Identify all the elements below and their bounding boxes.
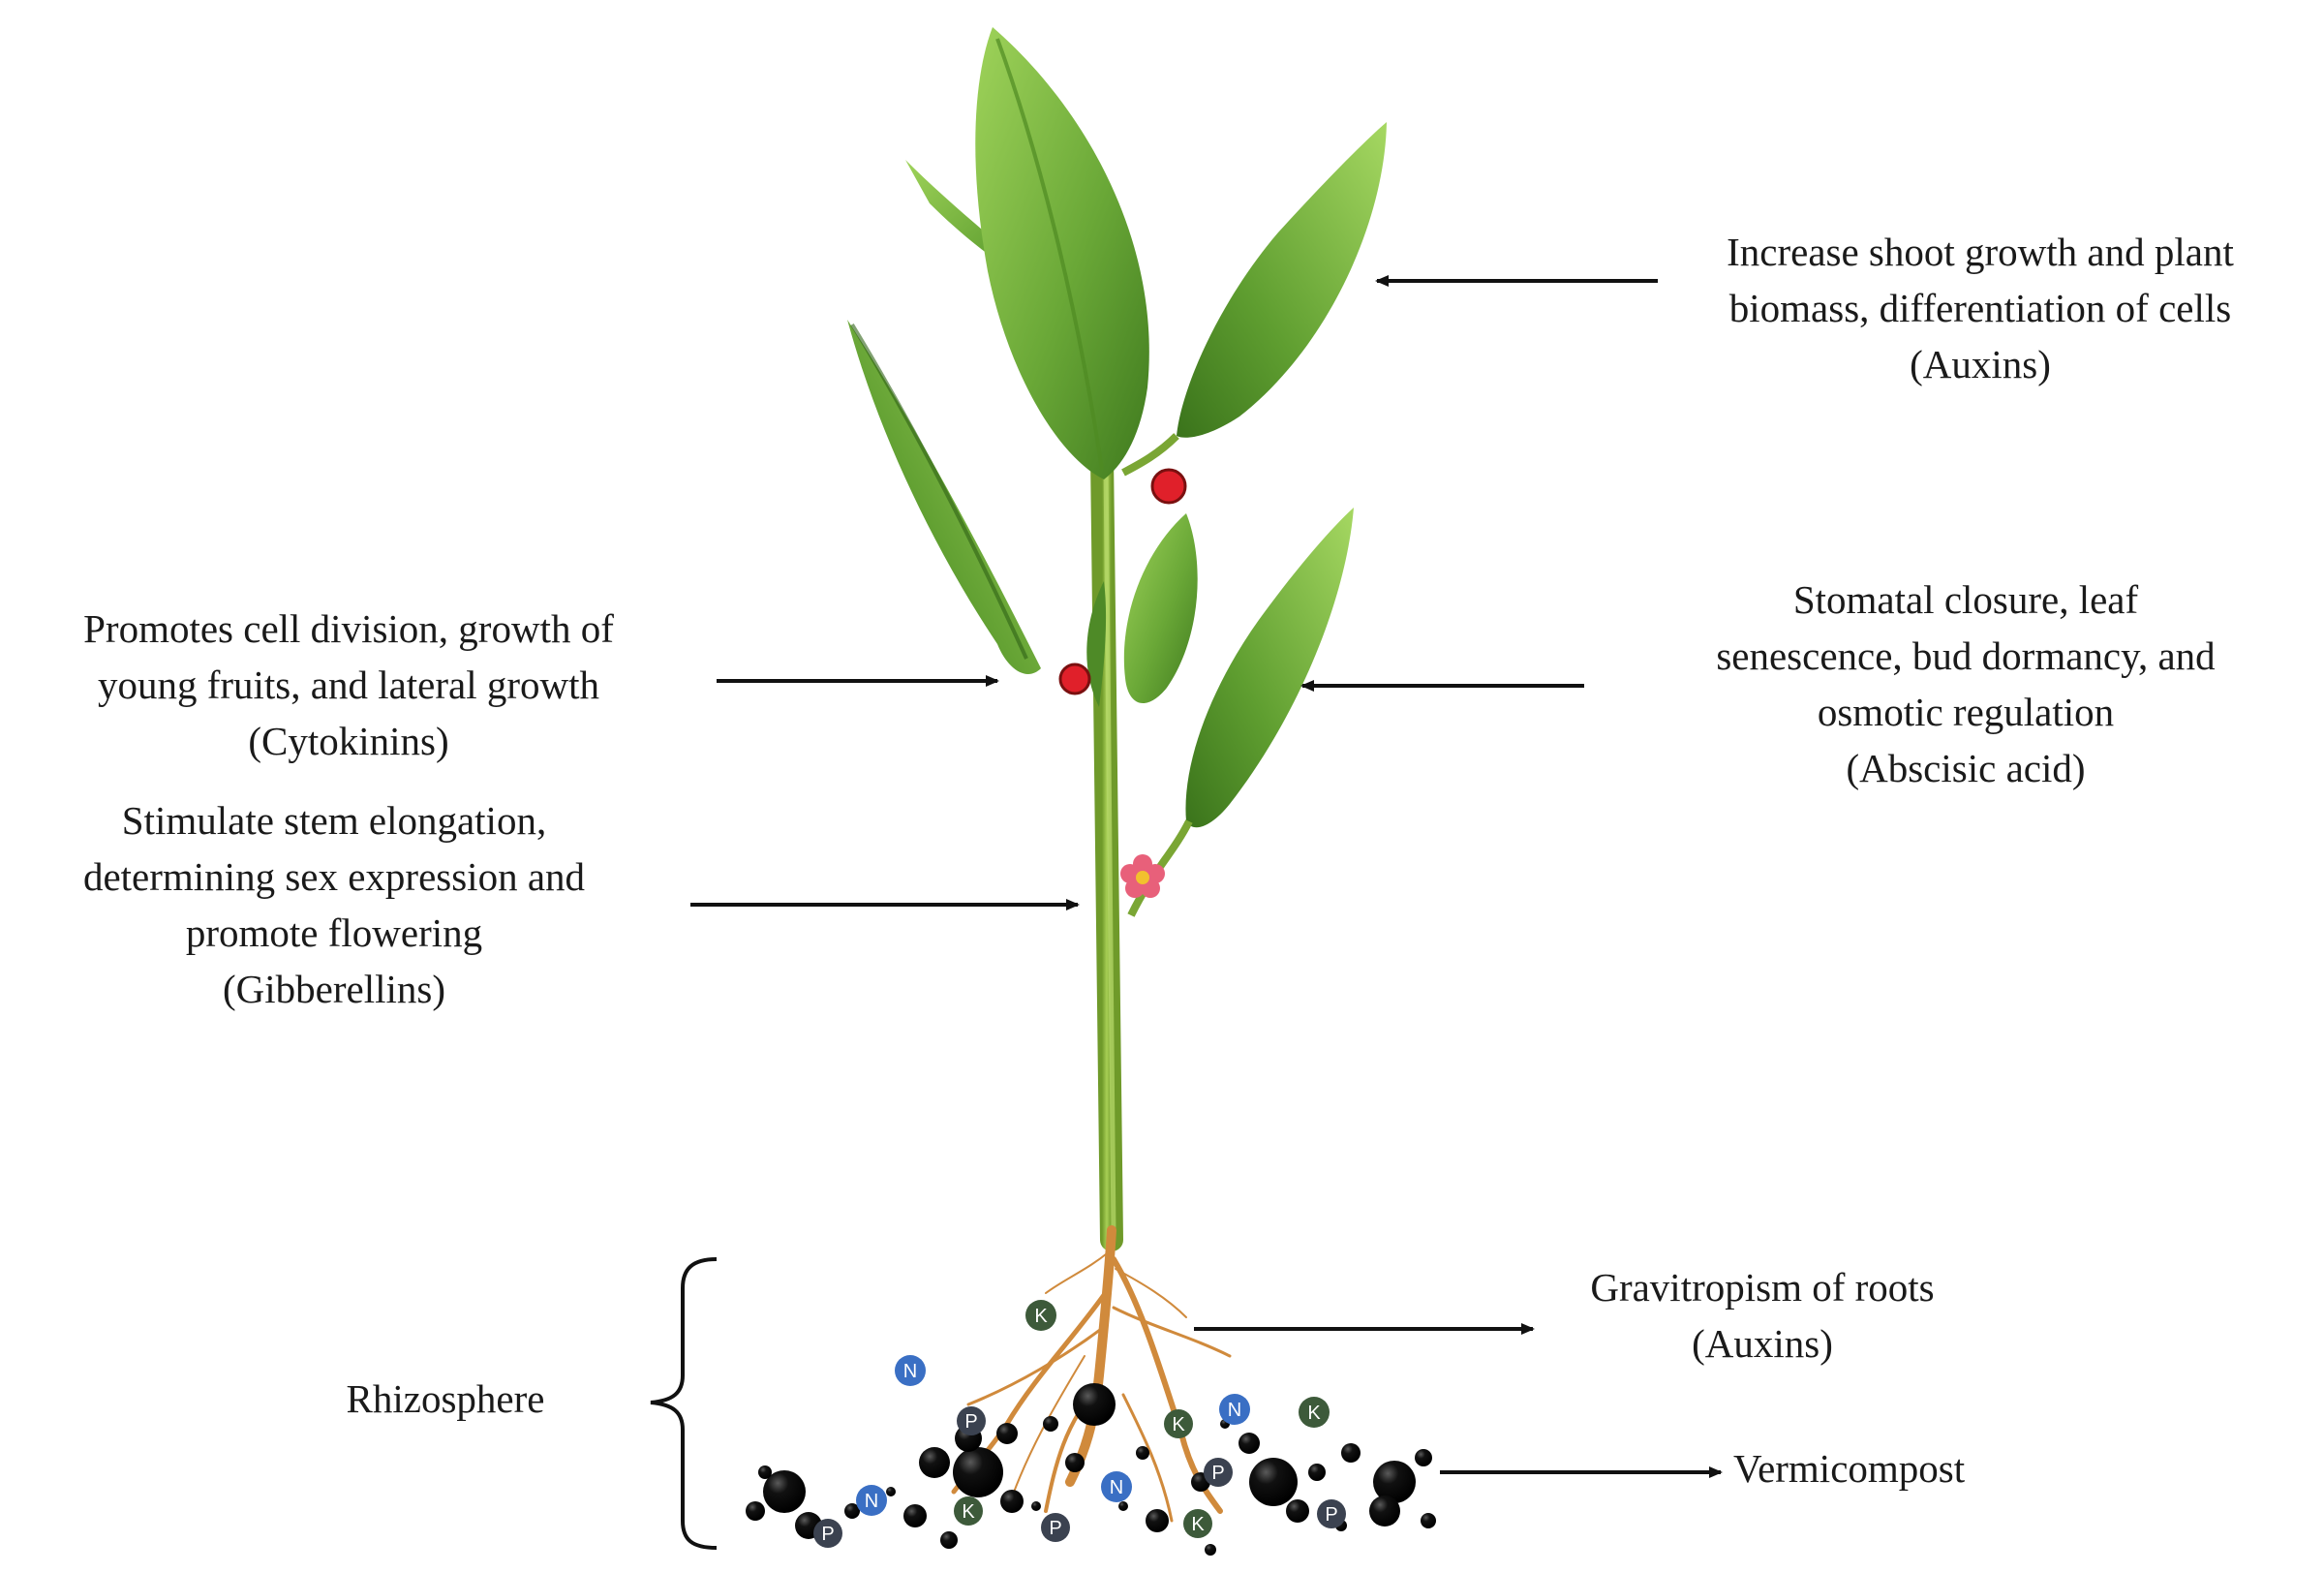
leaf-stalk [1127, 819, 1193, 917]
annotation-line: biomass, differentiation of cells [1728, 286, 2232, 330]
annotation-line: Increase shoot growth and plant [1727, 230, 2234, 274]
annotation-line: (Auxins) [1692, 1321, 1833, 1366]
svg-text:N: N [1228, 1400, 1241, 1421]
svg-text:N: N [1110, 1477, 1123, 1498]
cytokinins-annotation: Promotes cell division, growth of young … [10, 601, 688, 769]
nutrient-p-token: P [1204, 1458, 1233, 1487]
svg-text:N: N [865, 1491, 878, 1512]
nutrient-n-token: N [1101, 1471, 1132, 1502]
brace-icon [650, 1257, 718, 1550]
annotation-line: senescence, bud dormancy, and [1716, 633, 2216, 678]
annotation-line: promote flowering [185, 910, 483, 955]
leaf-midrib [995, 38, 1104, 471]
svg-text:K: K [962, 1501, 975, 1523]
annotation-line: (Abscisic acid) [1846, 746, 2086, 790]
svg-text:P: P [821, 1524, 834, 1545]
auxins-shoot-annotation: Increase shoot growth and plant biomass,… [1670, 224, 2290, 392]
soil-particle-icon [746, 1383, 1436, 1556]
bud-icon [1150, 468, 1187, 505]
svg-text:K: K [1172, 1414, 1185, 1435]
nutrient-k-label: K [1034, 1306, 1048, 1327]
nutrient-n-token: N [895, 1355, 926, 1386]
annotation-line: (Cytokinins) [248, 719, 449, 763]
flower-icon [1120, 854, 1165, 898]
annotation-line: Promotes cell division, growth of [83, 606, 614, 651]
bud-icon [1058, 663, 1091, 695]
svg-text:N: N [903, 1361, 917, 1382]
annotation-line: determining sex expression and [82, 854, 586, 899]
svg-text:P: P [1211, 1463, 1224, 1484]
nutrient-p-token: P [1317, 1499, 1346, 1528]
annotation-line: (Auxins) [1910, 342, 2051, 386]
abscisic-acid-annotation: Stomatal closure, leaf senescence, bud d… [1636, 571, 2295, 796]
svg-text:P: P [1049, 1518, 1061, 1539]
nutrient-k-token: K [1164, 1409, 1193, 1438]
gibberellins-annotation: Stimulate stem elongation, determining s… [0, 792, 668, 1017]
nutrient-p-token: P [1041, 1513, 1070, 1542]
leaf-icon [1123, 513, 1198, 704]
leaf-midrib [850, 323, 1028, 660]
nutrient-p-token: P [813, 1519, 842, 1548]
rhizosphere-label: Rhizosphere [346, 1376, 545, 1421]
leaf-icon [847, 320, 1041, 674]
leaf-stalk [1121, 433, 1179, 477]
annotation-line: osmotic regulation [1817, 690, 2115, 734]
nutrient-k-token: K [1025, 1300, 1056, 1331]
annotation-line: Stimulate stem elongation, [121, 798, 547, 843]
svg-text:P: P [964, 1411, 977, 1433]
annotation-line: Stomatal closure, leaf [1792, 577, 2139, 622]
nutrient-k-token: K [954, 1496, 983, 1526]
svg-text:K: K [1307, 1403, 1321, 1424]
annotation-line: Gravitropism of roots [1590, 1265, 1935, 1310]
nutrient-k-token: K [1183, 1509, 1212, 1538]
annotation-line: (Gibberellins) [223, 967, 445, 1011]
stem-highlight [1103, 464, 1116, 1236]
leaf-icon [1185, 508, 1354, 828]
nutrient-n-token: N [856, 1485, 887, 1516]
nutrient-n-token: N [1219, 1394, 1250, 1425]
leaf-icon [1086, 581, 1107, 707]
auxins-root-annotation: Gravitropism of roots (Auxins) [1530, 1259, 1995, 1372]
nutrient-k-token: K [1299, 1397, 1330, 1428]
annotation-line: young fruits, and lateral growth [97, 663, 600, 707]
leaf-icon [1177, 122, 1387, 438]
svg-text:P: P [1325, 1504, 1337, 1526]
svg-text:K: K [1191, 1514, 1205, 1535]
vermicompost-label: Vermicompost [1733, 1446, 1966, 1491]
nutrient-p-token: P [957, 1406, 986, 1435]
